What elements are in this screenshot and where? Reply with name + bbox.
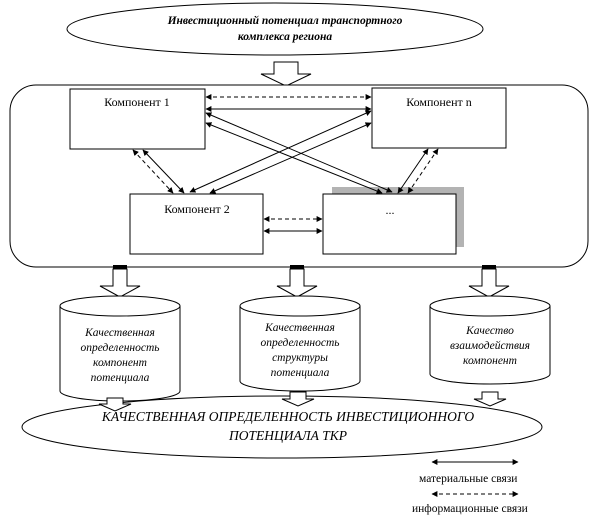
flow-arrow-cyl1	[99, 268, 141, 298]
cylinder-1-line-2: определенность	[80, 342, 159, 354]
flow-arrow-cyl2	[276, 268, 318, 298]
link-cn-c2-material-2	[209, 122, 372, 194]
link-c1-c2-material	[142, 149, 185, 194]
component-dots-box: ...	[322, 193, 457, 255]
flow-arrow-bottom-1	[98, 397, 132, 412]
flow-arrow-cyl3	[468, 268, 510, 298]
cylinder-2-line-1: Качественная	[264, 322, 335, 334]
cylinder-3-line-2: взаимодействия	[450, 339, 530, 352]
cylinder-3-line-3: компонент	[463, 355, 517, 367]
cylinder-2: Качественная определенность структуры по…	[239, 295, 361, 392]
component-n-box: Компонент n	[371, 87, 507, 149]
flow-arrow-bottom-3	[473, 391, 507, 407]
cylinder-3-line-1: Качество	[465, 325, 514, 337]
connections	[132, 94, 439, 234]
cylinder-1: Качественная определенность компонент по…	[59, 295, 181, 402]
flow-arrows-to-cylinders	[99, 265, 510, 298]
bottom-ellipse-title-line1: КАЧЕСТВЕННАЯ ОПРЕДЕЛЕННОСТЬ ИНВЕСТИЦИОНН…	[101, 409, 474, 424]
component-1-box: Компонент 1	[69, 88, 206, 150]
component-n-label: Компонент n	[406, 95, 472, 109]
legend-informational-label: информационные связи	[412, 503, 528, 515]
top-ellipse-title-line1: Инвестиционный потенциал транспортного	[167, 14, 403, 27]
bottom-ellipse: КАЧЕСТВЕННАЯ ОПРЕДЕЛЕННОСТЬ ИНВЕСТИЦИОНН…	[21, 395, 543, 459]
legend: материальные связи информационные связи	[412, 459, 528, 515]
bottom-ellipse-title-line2: ПОТЕНЦИАЛА ТКР	[228, 428, 347, 443]
legend-material-label: материальные связи	[419, 473, 517, 485]
component-dots-label: ...	[386, 203, 395, 217]
cylinder-1-line-1: Качественная	[84, 327, 155, 339]
cylinder-1-line-3: компонент	[93, 357, 147, 369]
flow-arrow-top	[260, 61, 312, 87]
link-cn-dots-material	[397, 148, 429, 194]
cylinder-1-line-4: потенциала	[91, 372, 150, 384]
cylinder-2-line-2: определенность	[260, 337, 339, 349]
top-ellipse: Инвестиционный потенциал транспортного к…	[66, 2, 484, 56]
flow-arrow-bottom-2	[281, 391, 315, 407]
component-2-label: Компонент 2	[164, 202, 230, 216]
cylinder-3: Качество взаимодействия компонент	[429, 295, 551, 385]
component-1-label: Компонент 1	[104, 95, 170, 109]
flow-arrows-to-bottom	[98, 391, 507, 412]
cylinder-2-line-4: потенциала	[271, 367, 330, 379]
component-2-box: Компонент 2	[129, 193, 264, 255]
cylinder-2-line-3: структуры	[272, 352, 328, 364]
top-ellipse-title-line2: комплекса региона	[238, 31, 332, 43]
